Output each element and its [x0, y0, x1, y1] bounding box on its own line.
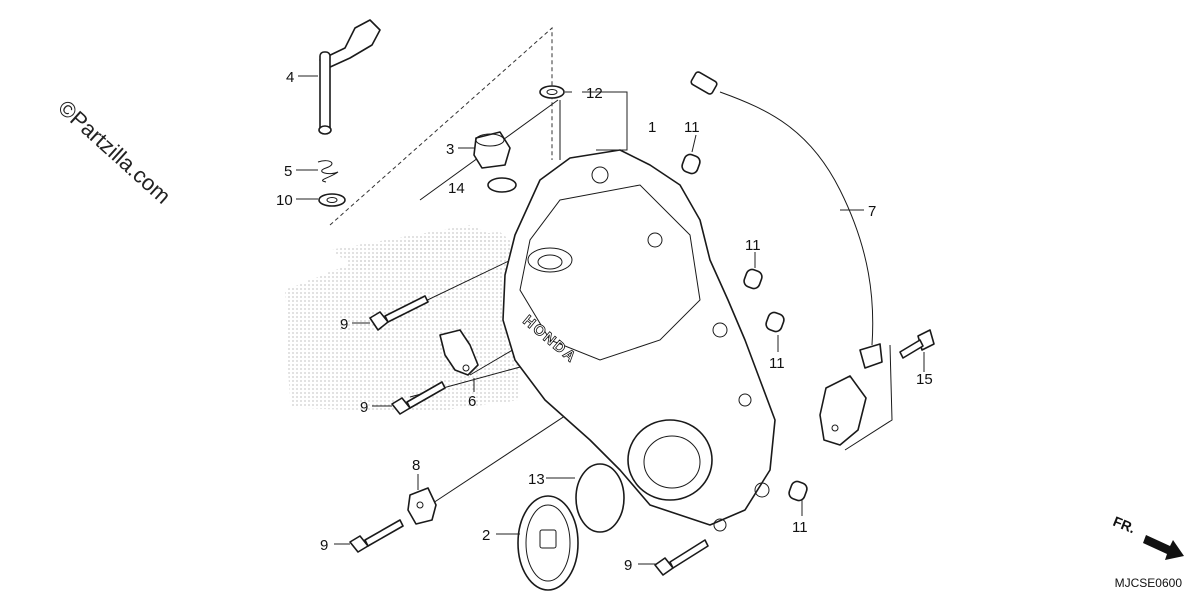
callout-14: 14 — [448, 180, 465, 197]
filler-cap-part-3 — [473, 131, 511, 169]
crank-cap-part-2 — [517, 495, 579, 591]
callout-8: 8 — [412, 457, 420, 474]
callout-leaders — [296, 75, 925, 565]
o-ring-part-14 — [487, 177, 517, 193]
spring-part-5 — [317, 160, 339, 183]
crankcase-cover: HONDA — [502, 149, 776, 532]
callout-11-b: 11 — [745, 237, 761, 254]
engine-case-ghost — [285, 225, 520, 412]
bolts — [349, 295, 935, 576]
callout-7: 7 — [868, 203, 876, 220]
callout-10: 10 — [276, 192, 293, 209]
callout-13: 13 — [528, 471, 545, 488]
sensor-part-7 — [690, 71, 883, 446]
callout-3: 3 — [446, 141, 454, 158]
lever-part-4 — [318, 19, 381, 135]
callout-6: 6 — [468, 393, 476, 410]
front-direction-arrow: FR. — [1111, 513, 1184, 560]
seal-part-12 — [539, 85, 565, 99]
callout-2: 2 — [482, 527, 490, 544]
washer-part-10 — [318, 193, 346, 207]
callout-1: 1 — [648, 119, 656, 136]
o-ring-part-13 — [575, 463, 625, 533]
front-marker-text: FR. — [1111, 513, 1138, 536]
callout-labels: 4 5 10 3 14 12 1 11 11 11 11 7 15 9 6 9 … — [276, 69, 933, 574]
bracket-part-6 — [439, 329, 479, 376]
callout-15: 15 — [916, 371, 933, 388]
callout-4: 4 — [286, 69, 294, 86]
dowel-pins — [681, 153, 808, 502]
callout-11-d: 11 — [792, 519, 808, 536]
callout-11-c: 11 — [769, 355, 785, 372]
clamp-part-8 — [407, 487, 437, 525]
callout-5: 5 — [284, 163, 292, 180]
callout-9-c: 9 — [320, 537, 328, 554]
callout-11-a: 11 — [684, 119, 700, 136]
callout-9-b: 9 — [360, 399, 368, 416]
callout-9-a: 9 — [340, 316, 348, 333]
callout-12: 12 — [586, 85, 603, 102]
callout-9-d: 9 — [624, 557, 632, 574]
diagram-code: MJCSE0600 — [1114, 576, 1182, 590]
